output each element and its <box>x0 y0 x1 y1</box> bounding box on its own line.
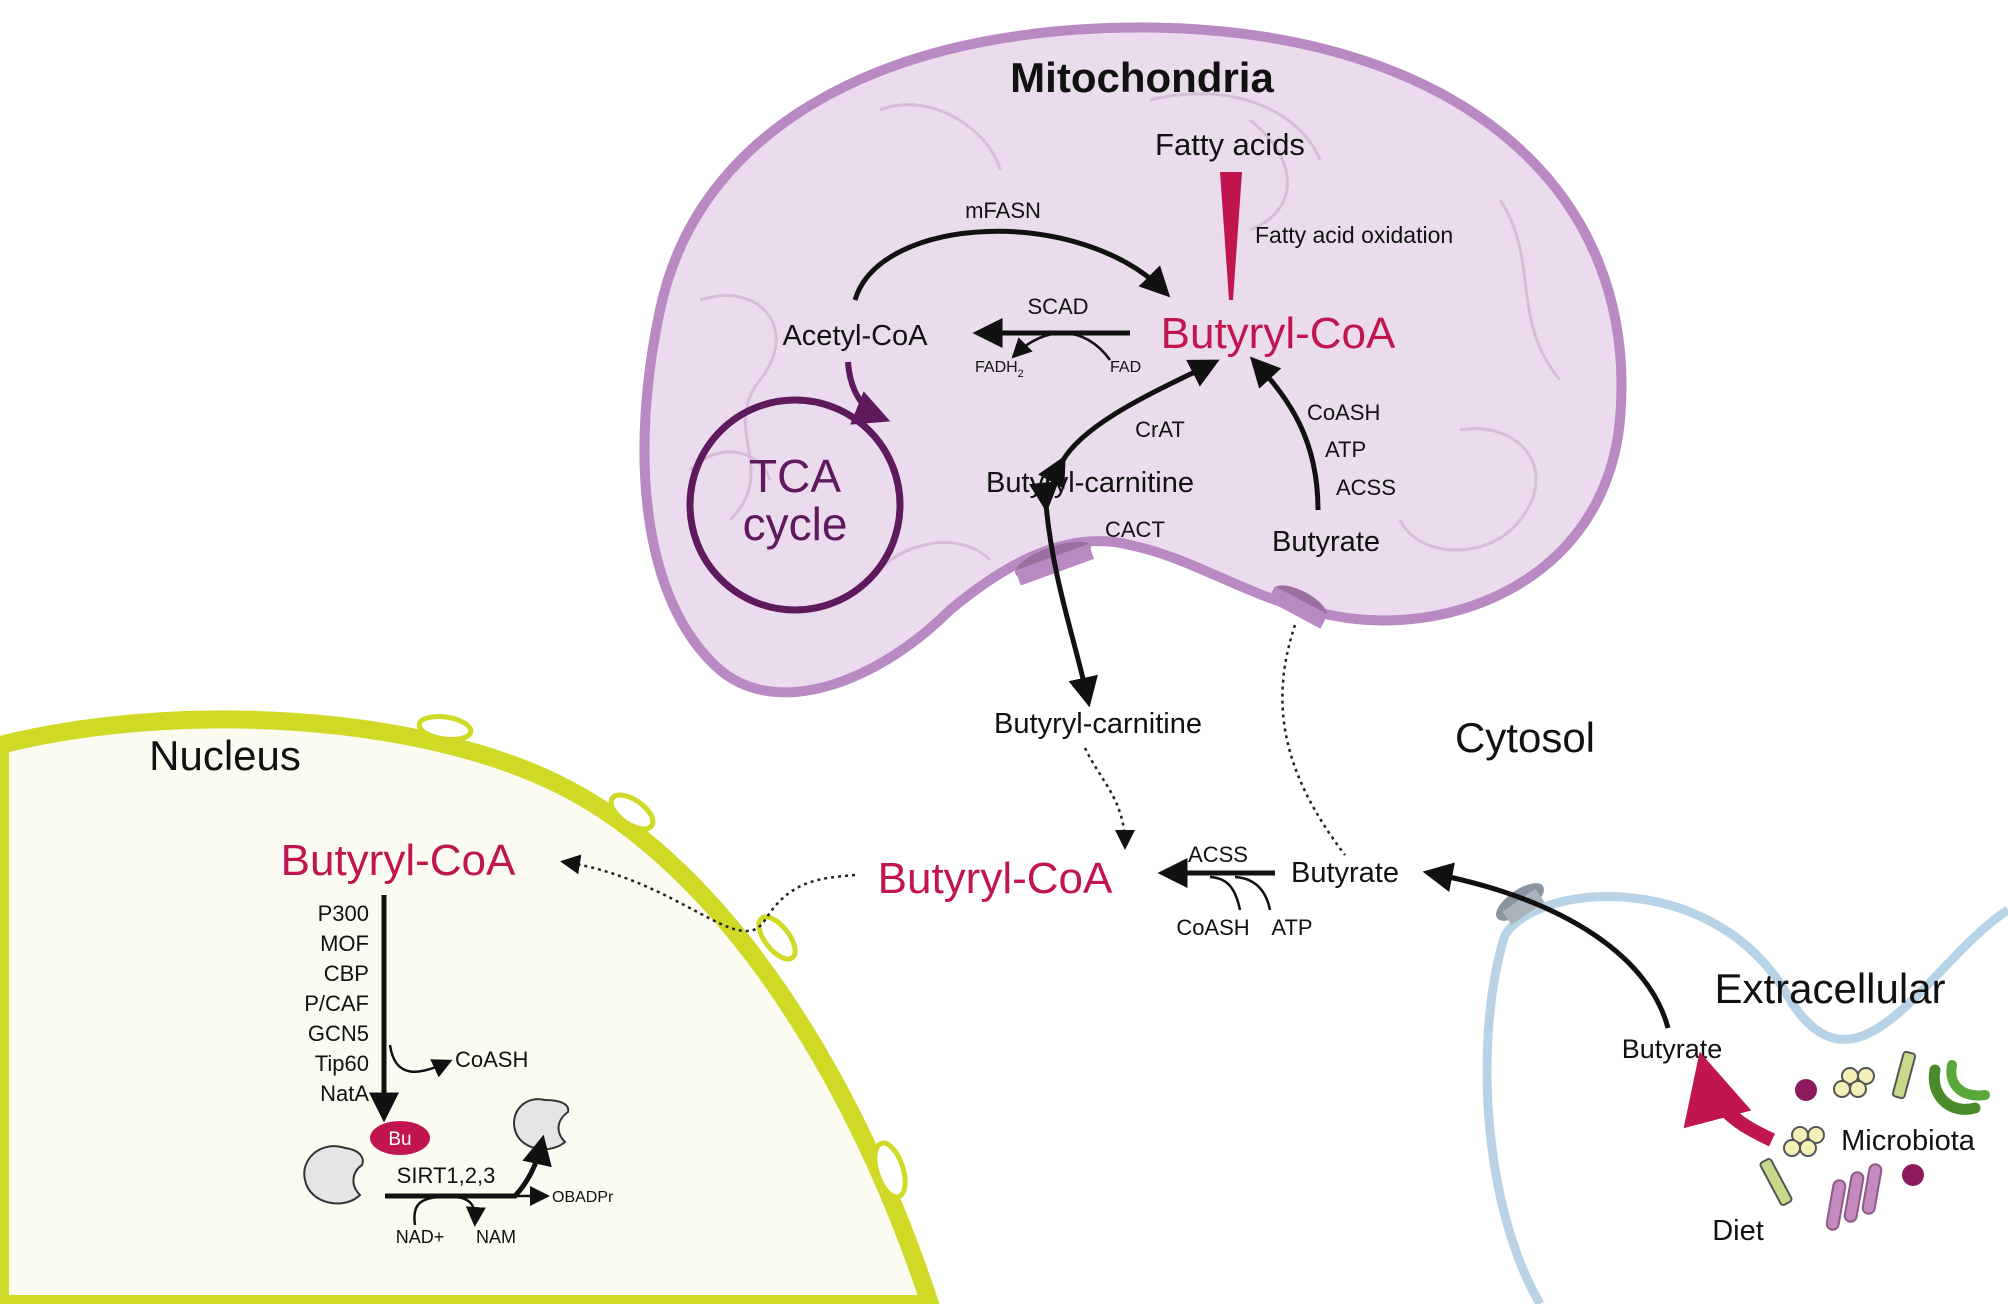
enzyme-label: Tip60 <box>315 1051 369 1076</box>
butyrate-extra-label: Butyrate <box>1622 1034 1723 1064</box>
cell-membrane <box>1482 892 2008 1304</box>
mito-atp-label: ATP <box>1325 437 1366 462</box>
crat-label: CrAT <box>1135 417 1185 442</box>
microbiota-to-butyrate-arrow <box>1683 1051 1775 1147</box>
enzyme-label: GCN5 <box>308 1021 369 1046</box>
butyryl-carnitine-cyto-label: Butyryl-carnitine <box>994 708 1202 740</box>
butyrate-transporter <box>1267 585 1328 629</box>
cact-label: CACT <box>1105 517 1165 542</box>
fatty-acid-oxidation-label: Fatty acid oxidation <box>1255 222 1453 248</box>
cyto-acss-label: ACSS <box>1188 842 1248 867</box>
fatty-acid-oxidation-arrow <box>1220 172 1242 300</box>
nad-label: NAD+ <box>396 1227 445 1247</box>
rod-bacterium-icon <box>1759 1158 1793 1206</box>
extracellular-title: Extracellular <box>1714 965 1945 1012</box>
nam-label: NAM <box>476 1227 516 1247</box>
enzyme-label: MOF <box>320 931 369 956</box>
butyryl-coa-nucleus-label: Butyryl-CoA <box>281 836 516 885</box>
import-arrow <box>1422 862 1671 1029</box>
enzyme-label: CBP <box>324 961 369 986</box>
mito-coash-label: CoASH <box>1307 400 1380 425</box>
microbiota-label: Microbiota <box>1841 1125 1976 1157</box>
nucleus-coash-arrow <box>388 1044 453 1078</box>
sirt-label: SIRT1,2,3 <box>397 1163 496 1188</box>
rod-cluster-icon <box>1825 1163 1883 1231</box>
butyryl-carnitine-mito-label: Butyryl-carnitine <box>986 467 1194 499</box>
cyto-coash-curve <box>1209 875 1242 911</box>
cyto-coash-label: CoASH <box>1176 915 1249 940</box>
coa-to-nucleus-dotted <box>560 854 856 933</box>
butyrate-mito-label: Butyrate <box>1272 526 1380 558</box>
cyto-atp-label: ATP <box>1271 915 1312 940</box>
acetyl-to-tca-arrow <box>845 361 891 425</box>
mito-acss-arrow <box>1249 356 1321 511</box>
histone-icon <box>303 1145 364 1205</box>
microbiota-illustration <box>1759 1050 1990 1231</box>
nuclear-pores <box>416 714 908 1200</box>
tca-cycle-circle <box>686 396 904 614</box>
curved-bacterium-icon <box>1928 1064 1981 1115</box>
bacterium-icon <box>1795 1079 1817 1101</box>
cyto-atp-curve <box>1234 875 1272 911</box>
mito-butyrate-to-cytosol-dotted <box>1281 624 1346 856</box>
acetyl-coa-label: Acetyl-CoA <box>782 320 928 352</box>
butyryl-group-badge <box>370 1121 430 1155</box>
cytosol-title: Cytosol <box>1455 714 1595 761</box>
mfasn-arrow <box>852 228 1171 301</box>
crat-arrow <box>1038 359 1220 489</box>
fad-label: FAD <box>1110 359 1141 376</box>
nucleus-body <box>0 710 940 1304</box>
nuclear-pore <box>416 714 474 742</box>
mfasn-label: mFASN <box>965 198 1041 223</box>
tca-label-line2: cycle <box>743 498 848 550</box>
nuclear-pore <box>608 792 656 832</box>
nad-curve <box>413 1195 441 1226</box>
cact-arrow <box>1028 481 1098 708</box>
carnitine-to-coa-dotted <box>1083 747 1135 850</box>
curved-bacterium-icon <box>1946 1060 1990 1101</box>
enzyme-label: NatA <box>320 1081 369 1106</box>
butyryl-coa-cyto-label: Butyryl-CoA <box>878 854 1113 903</box>
nam-curve <box>454 1195 486 1227</box>
rod-bacterium-icon <box>1891 1050 1917 1100</box>
fadh2-label: FADH2 <box>975 359 1024 380</box>
butyrate-cyto-label: Butyrate <box>1291 857 1399 889</box>
cocci-cluster-icon <box>1783 1126 1825 1157</box>
acyltransferase-list: P300 MOF CBP P/CAF GCN5 Tip60 NatA <box>304 901 369 1106</box>
nuclear-pore <box>872 1140 908 1200</box>
nuclear-pore <box>756 914 798 962</box>
fatty-acids-label: Fatty acids <box>1155 127 1305 162</box>
enzyme-label: P300 <box>318 901 369 926</box>
nucleus-coash-label: CoASH <box>455 1047 528 1072</box>
cocci-cluster-icon <box>1833 1067 1875 1098</box>
nucleus-compartment <box>0 710 940 1304</box>
scad-label: SCAD <box>1027 294 1088 319</box>
diet-label: Diet <box>1712 1215 1764 1247</box>
bacterium-icon <box>1902 1164 1924 1186</box>
tca-label-line1: TCA <box>749 450 841 502</box>
membrane-transporter <box>1496 883 1545 925</box>
obadpr-label: OBADPr <box>552 1189 614 1206</box>
mito-acss-label: ACSS <box>1336 475 1396 500</box>
nucleus-title: Nucleus <box>149 732 301 779</box>
fad-curve <box>1011 331 1112 361</box>
bu-label: Bu <box>388 1129 411 1150</box>
mitochondria-title: Mitochondria <box>1010 54 1274 101</box>
enzyme-label: P/CAF <box>304 991 369 1016</box>
butyryl-coa-mito-label: Butyryl-CoA <box>1161 309 1396 358</box>
